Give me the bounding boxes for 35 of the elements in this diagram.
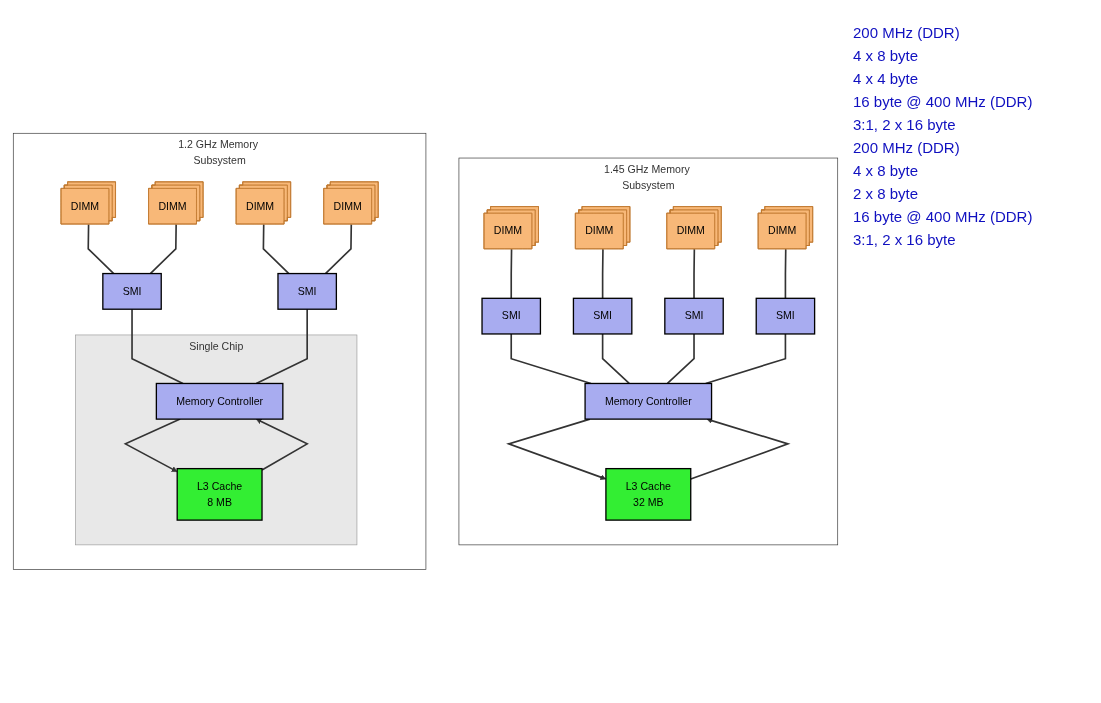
bus-label: 16 byte @ 400 MHz (DDR) xyxy=(853,93,1034,110)
node-box: SMI xyxy=(481,297,542,335)
node-box: SMI xyxy=(277,272,338,310)
connector xyxy=(324,223,353,275)
bus-label: 3:1, 2 x 16 byte xyxy=(853,116,957,133)
bus-label: 4 x 4 byte xyxy=(853,70,920,87)
connector xyxy=(255,308,308,385)
connector xyxy=(601,248,604,300)
node-box: SMI xyxy=(572,297,633,335)
arrow xyxy=(123,418,181,472)
connector xyxy=(87,223,115,275)
connector xyxy=(666,333,695,385)
bus-label: 200 MHz (DDR) xyxy=(853,24,961,41)
bus-label: 200 MHz (DDR) xyxy=(853,139,961,156)
connector xyxy=(693,248,696,300)
node-box: L3 Cache 8 MB xyxy=(176,468,263,521)
connector xyxy=(601,333,630,385)
node-box: Memory Controller xyxy=(584,382,713,420)
bus-label: 2 x 8 byte xyxy=(853,185,920,202)
node-box: SMI xyxy=(102,272,162,310)
node-box: SMI xyxy=(664,297,724,335)
connector xyxy=(510,248,513,300)
node-box: L3 Cache 32 MB xyxy=(605,468,692,521)
node-box: SMI xyxy=(755,297,816,335)
bus-label: 4 x 8 byte xyxy=(853,47,920,64)
bus-label: 16 byte @ 400 MHz (DDR) xyxy=(853,208,1034,225)
connector xyxy=(784,248,787,300)
connector xyxy=(510,333,592,385)
bus-label: 3:1, 2 x 16 byte xyxy=(853,231,957,248)
connector xyxy=(131,308,184,385)
connector xyxy=(262,223,290,275)
bus-label: 4 x 8 byte xyxy=(853,162,920,179)
connector xyxy=(149,223,177,275)
node-box: Memory Controller xyxy=(155,382,284,420)
arrow xyxy=(256,418,309,471)
